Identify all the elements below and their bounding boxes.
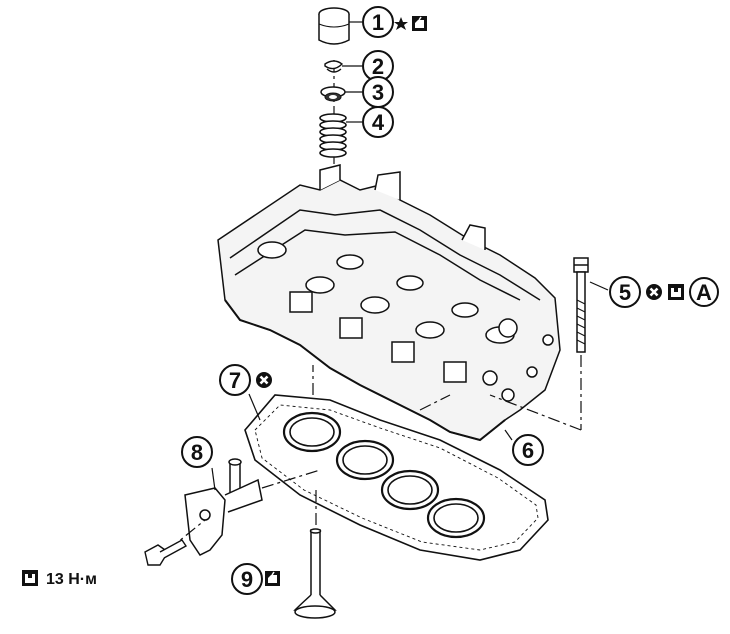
callout-2-number: 2: [372, 54, 384, 79]
valve-keepers: [324, 60, 344, 73]
torque-ref-label: A: [696, 280, 712, 305]
oil-can-icon: [264, 570, 281, 587]
torque-note-value: 13 Н·м: [46, 571, 97, 588]
spring-retainer: [320, 86, 346, 102]
torque-wrench-icon: [668, 284, 684, 300]
callout-6-leader: [504, 429, 513, 441]
callout-7-number: 7: [229, 368, 241, 393]
lifting-bracket: [184, 458, 263, 556]
valve: [293, 528, 337, 619]
star-icon: [394, 17, 408, 30]
bracket-to-head-line: [261, 469, 321, 489]
valve-spring: [319, 113, 347, 158]
bolt-to-head-line: [489, 394, 582, 431]
cylinder-head: [217, 164, 561, 442]
callout-4-number: 4: [372, 110, 385, 135]
callout-8-number: 8: [191, 440, 203, 465]
bracket-bolt: [144, 539, 188, 566]
torque-wrench-icon: [22, 570, 38, 586]
oil-can-icon: [411, 15, 428, 32]
callout-3-number: 3: [372, 80, 384, 105]
head-gasket: [244, 394, 549, 561]
callout-5-number: 5: [619, 280, 631, 305]
gasket-to-head-line-2: [419, 394, 451, 411]
callout-7-leader: [248, 393, 261, 421]
callout-6-number: 6: [522, 438, 534, 463]
do-not-reuse-icon: [254, 370, 274, 390]
do-not-reuse-icon: [644, 282, 664, 302]
callout-1-number: 1: [372, 10, 384, 35]
callout-9-number: 9: [241, 567, 253, 592]
callout-8-leader: [211, 467, 216, 491]
callout-5-leader: [589, 281, 609, 291]
head-bolt: [573, 257, 589, 353]
valve-lifter: [318, 7, 350, 45]
